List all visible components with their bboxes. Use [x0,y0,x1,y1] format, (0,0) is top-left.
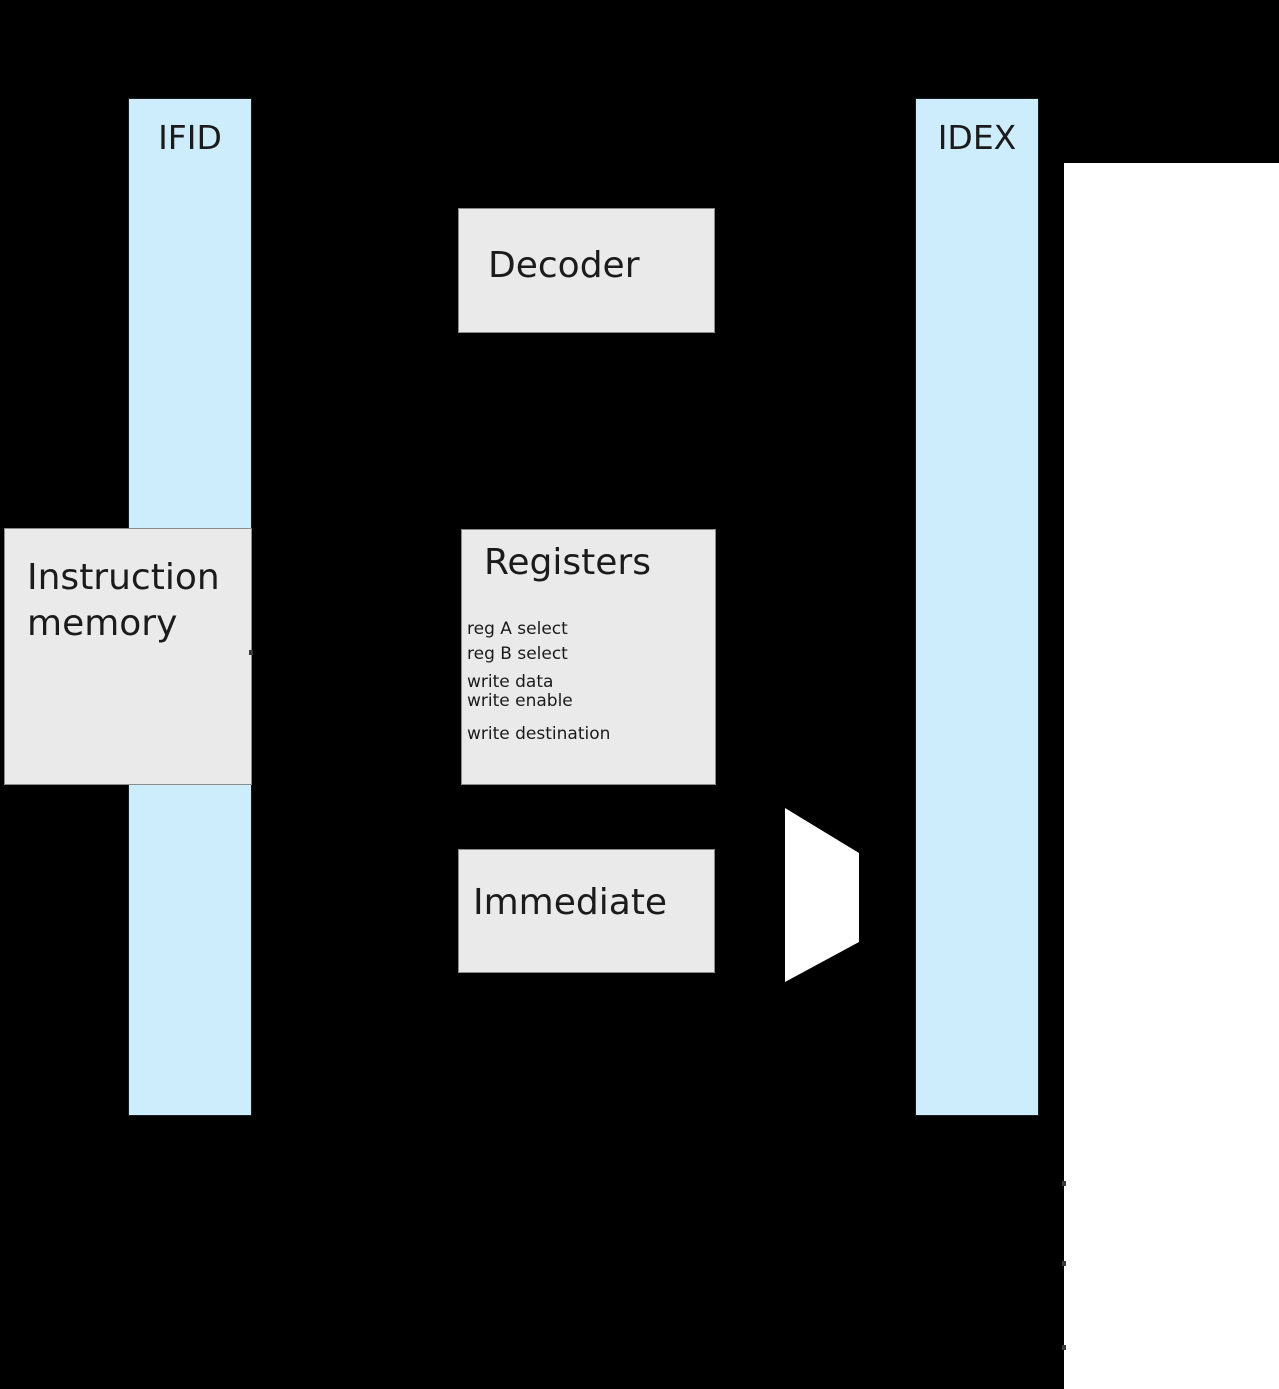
register-port-write-enable: write enable [467,691,573,711]
connector-stub-right-lower [1062,1345,1066,1350]
connector-stub-right-middle [1062,1261,1066,1266]
unit-instruction-memory-label: Instruction memory [27,557,220,645]
unit-instruction-memory[interactable]: Instruction memory [4,528,252,785]
connector-stub-instruction-memory-out [249,650,253,655]
connector-stub-right-upper [1062,1181,1066,1186]
unit-decoder[interactable]: Decoder [458,208,715,333]
pipeline-register-idex-label: IDEX [937,118,1017,157]
unit-registers[interactable]: Registers reg A select reg B select writ… [461,529,716,785]
mux-trapezoid-icon [785,808,859,982]
unit-registers-label: Registers [484,542,651,583]
unit-immediate-label: Immediate [473,882,668,923]
pipeline-register-ifid-label: IFID [158,118,222,157]
right-white-panel [1064,163,1279,1389]
mux-immediate[interactable] [785,808,860,982]
register-port-reg-b-select: reg B select [467,644,568,664]
unit-immediate[interactable]: Immediate [458,849,715,973]
register-port-write-data: write data [467,672,554,692]
register-port-write-destination: write destination [467,724,611,744]
pipeline-register-idex[interactable]: IDEX [915,98,1039,1116]
register-port-reg-a-select: reg A select [467,619,568,639]
unit-decoder-label: Decoder [488,245,640,286]
